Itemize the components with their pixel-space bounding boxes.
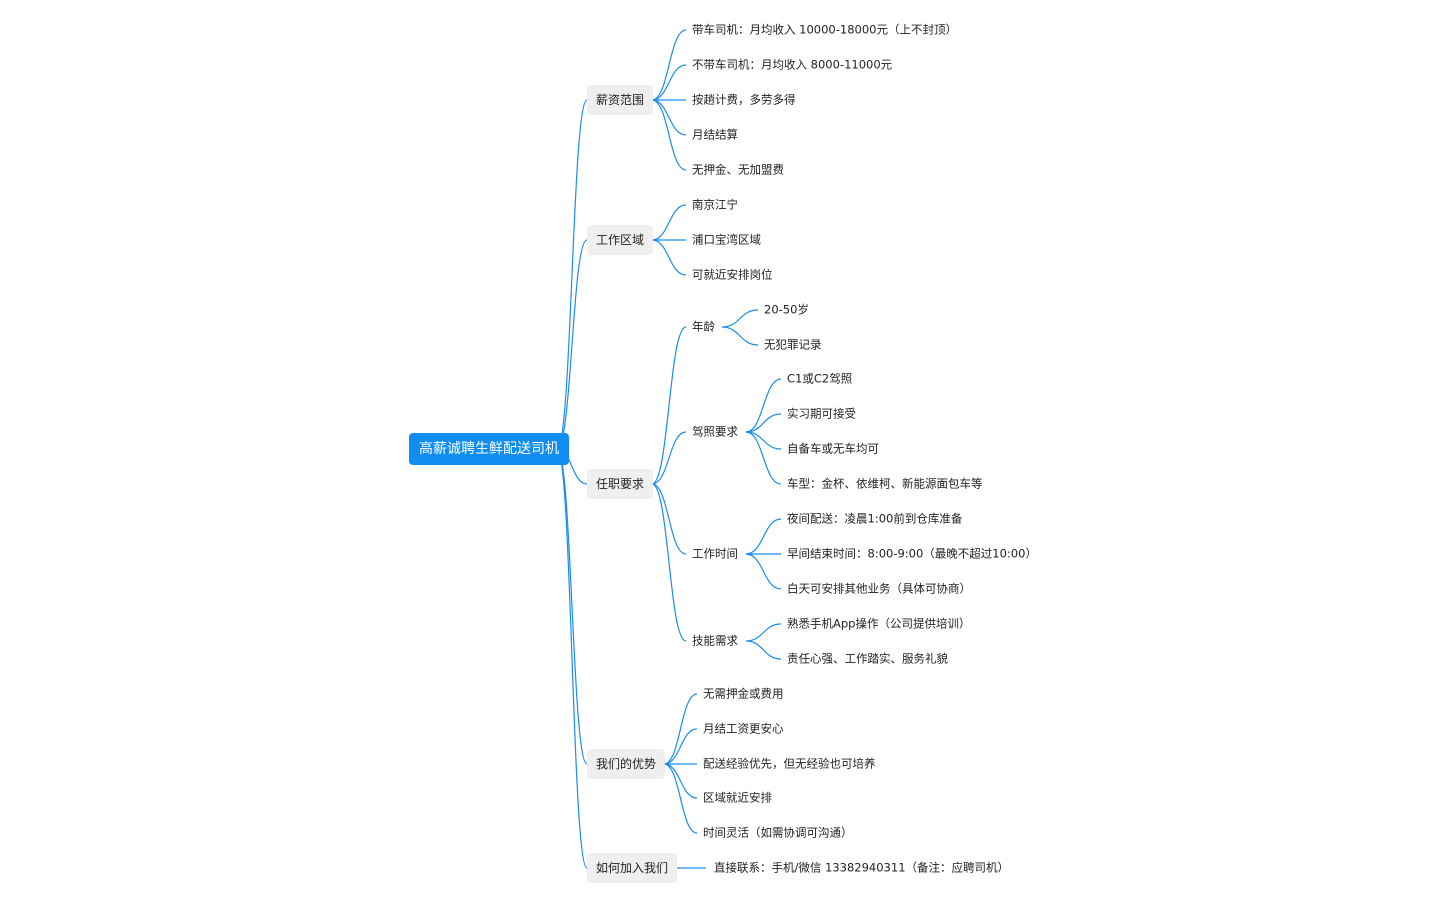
age-item[interactable]: 无犯罪记录 [764, 337, 822, 352]
license-item[interactable]: 车型：金杯、依维柯、新能源面包车等 [787, 476, 983, 491]
connector-line [556, 239, 588, 450]
work-area-item[interactable]: 南京江宁 [692, 197, 738, 212]
salary-item[interactable]: 按趟计费，多劳多得 [692, 92, 796, 107]
advantage-item[interactable]: 时间灵活（如需协调可沟通） [703, 825, 853, 840]
hours-item[interactable]: 夜间配送：凌晨1:00前到仓库准备 [787, 511, 963, 526]
advantage-item[interactable]: 区域就近安排 [703, 790, 772, 805]
connector-line [651, 239, 687, 276]
connector-line [721, 326, 759, 346]
connector-line [745, 378, 782, 433]
connector-line [651, 29, 687, 101]
connector-line [651, 483, 687, 642]
salary-item[interactable]: 月结结算 [692, 127, 738, 142]
connector-line [651, 326, 687, 485]
contact-item[interactable]: 直接联系：手机/微信 13382940311（备注：应聘司机） [714, 860, 1010, 875]
connector-line [745, 553, 782, 590]
requirement-skills[interactable]: 技能需求 [692, 633, 738, 648]
salary-item[interactable]: 无押金、无加盟费 [692, 162, 784, 177]
license-item[interactable]: 实习期可接受 [787, 406, 856, 421]
license-item[interactable]: 自备车或无车均可 [787, 441, 879, 456]
connector-line [651, 99, 687, 171]
connector-line [651, 431, 687, 485]
hours-item[interactable]: 白天可安排其他业务（具体可协商） [787, 581, 971, 596]
connector-line [745, 431, 782, 485]
connector-line [663, 693, 698, 765]
connector-line [745, 413, 782, 433]
connector-line [651, 99, 687, 136]
branch-work-area[interactable]: 工作区域 [587, 225, 654, 255]
connector-line [663, 763, 698, 834]
advantage-item[interactable]: 月结工资更安心 [703, 721, 784, 736]
branch-salary[interactable]: 薪资范围 [587, 85, 654, 115]
connector-line [556, 448, 588, 765]
connector-line [663, 763, 698, 799]
root-topic[interactable]: 高薪诚聘生鲜配送司机 [409, 433, 569, 465]
connector-line [663, 728, 698, 765]
requirement-license[interactable]: 驾照要求 [692, 424, 738, 439]
connector-line [721, 309, 759, 328]
hours-item[interactable]: 早间结束时间：8:00-9:00（最晚不超过10:00） [787, 546, 1037, 561]
connector-line [745, 640, 782, 660]
connector-line [651, 64, 687, 101]
work-area-item[interactable]: 可就近安排岗位 [692, 267, 773, 282]
connector-line [651, 483, 687, 555]
work-area-item[interactable]: 浦口宝湾区域 [692, 232, 761, 247]
salary-item[interactable]: 带车司机：月均收入 10000-18000元（上不封顶） [692, 22, 957, 37]
requirement-hours[interactable]: 工作时间 [692, 546, 738, 561]
branch-how-to-join[interactable]: 如何加入我们 [587, 853, 678, 883]
connector-line [745, 623, 782, 642]
connector-line [745, 518, 782, 555]
branch-advantages[interactable]: 我们的优势 [587, 749, 666, 779]
requirement-age[interactable]: 年龄 [692, 319, 715, 334]
advantage-item[interactable]: 配送经验优先，但无经验也可培养 [703, 756, 876, 771]
connector-line [556, 99, 588, 450]
connector-line [556, 448, 588, 869]
skills-item[interactable]: 熟悉手机App操作（公司提供培训） [787, 616, 971, 631]
connector-line [651, 204, 687, 241]
branch-requirements[interactable]: 任职要求 [587, 469, 654, 499]
license-item[interactable]: C1或C2驾照 [787, 371, 853, 386]
age-item[interactable]: 20-50岁 [764, 302, 809, 317]
connector-line [745, 431, 782, 450]
advantage-item[interactable]: 无需押金或费用 [703, 686, 784, 701]
salary-item[interactable]: 不带车司机：月均收入 8000-11000元 [692, 57, 893, 72]
skills-item[interactable]: 责任心强、工作踏实、服务礼貌 [787, 651, 948, 666]
